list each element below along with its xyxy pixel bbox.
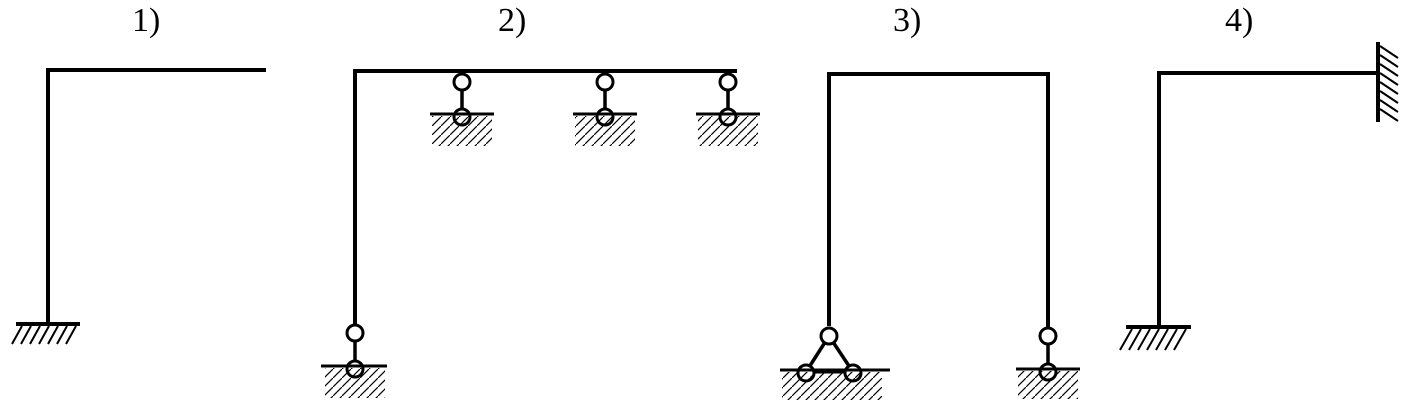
frame-1 [11,68,266,345]
frame-4-wall-fixed-support [1376,42,1399,122]
frame-4 [1119,42,1399,351]
frame-2-roller-support-b [573,72,637,146]
frame-4-label: 4) [1225,2,1254,39]
frame-4-bottom-fixed-support [1119,325,1191,351]
frame-2 [321,69,760,398]
frame-1-label: 1) [132,2,161,39]
frame-2-bottom-roller-support [321,323,387,398]
frame-1-fixed-support [11,322,80,345]
frame-2-roller-support-c [696,72,760,146]
frame-3-roller-support [1016,326,1080,399]
frame-3-label: 3) [893,2,922,39]
frame-2-roller-support-a [430,72,494,146]
frame-3 [780,72,1080,400]
frame-3-pinned-support [780,326,890,400]
frame-2-label: 2) [498,2,527,39]
